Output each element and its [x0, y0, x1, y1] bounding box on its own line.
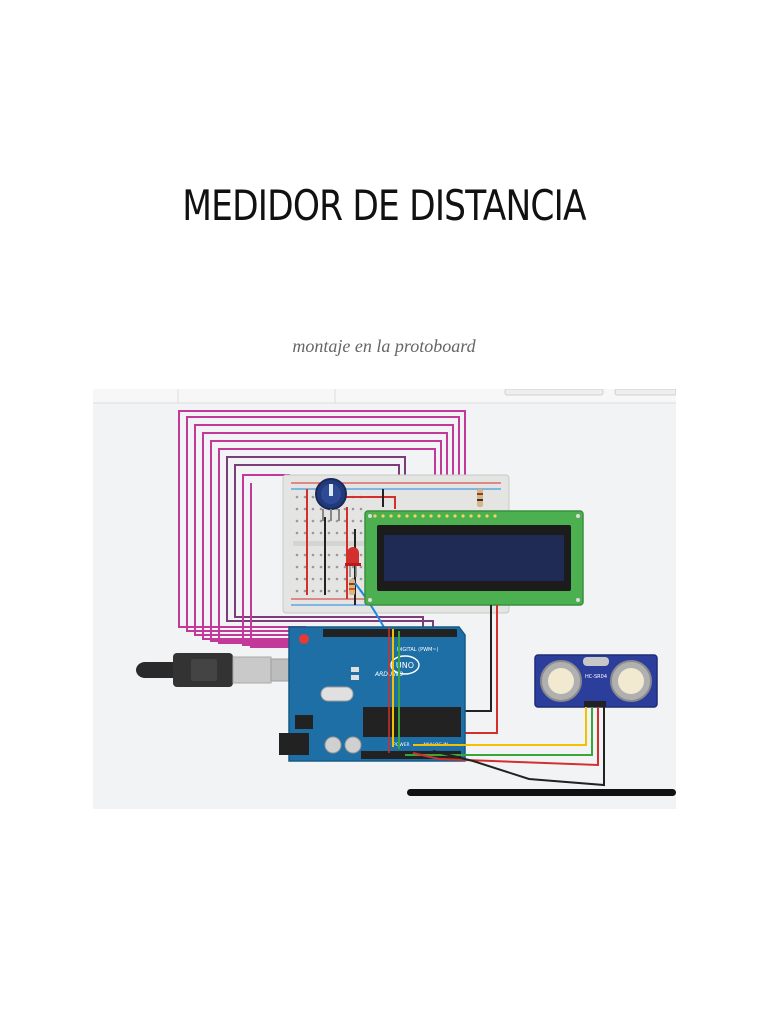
lcd-display — [364, 510, 584, 606]
reset-button — [299, 634, 309, 644]
power-header-label: POWER — [393, 742, 410, 748]
digital-header-label: DIGITAL (PWM~) — [397, 647, 439, 653]
horizontal-scrollbar — [407, 789, 676, 796]
arduino-uno: ARDUINO UNO DIGITAL (PWM~) POWER ANALOG … — [279, 626, 466, 762]
power-jack — [279, 733, 309, 755]
ultrasonic-sensor: HC-SR04 — [534, 654, 658, 708]
sensor-model-label: HC-SR04 — [585, 674, 607, 680]
page-title: MEDIDOR DE DISTANCIA — [182, 181, 586, 230]
potentiometer — [315, 478, 347, 521]
circuit-diagram: ARDUINO UNO DIGITAL (PWM~) POWER ANALOG … — [93, 389, 676, 809]
figure-caption: montaje en la protoboard — [292, 336, 476, 356]
arduino-model-label: UNO — [396, 661, 414, 670]
circuit-figure: ARDUINO UNO DIGITAL (PWM~) POWER ANALOG … — [93, 389, 676, 809]
